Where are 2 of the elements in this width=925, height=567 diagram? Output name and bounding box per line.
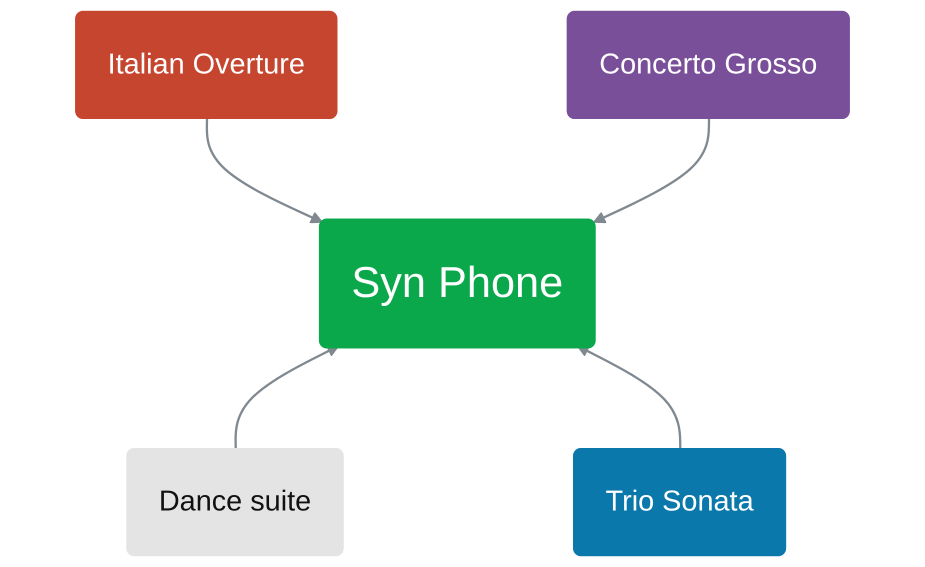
arrow (206, 119, 323, 224)
arrow (593, 119, 710, 224)
